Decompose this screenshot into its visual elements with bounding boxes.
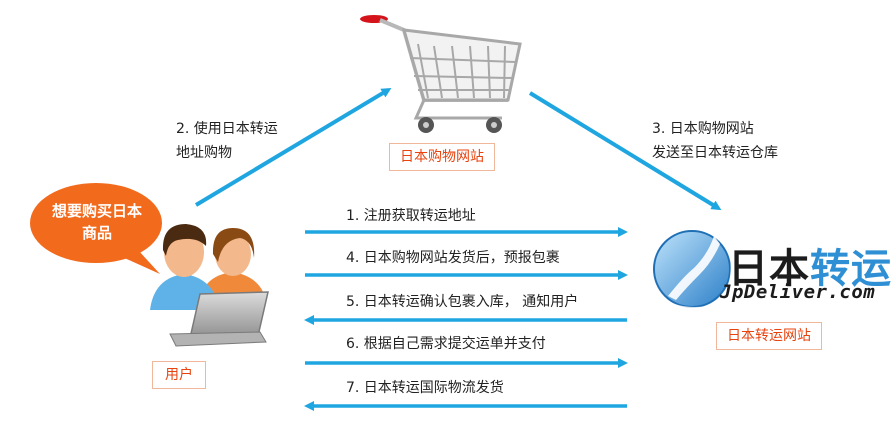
logo-title: 日本转运 bbox=[728, 236, 892, 294]
shopping-site-label: 日本购物网站 bbox=[389, 143, 495, 171]
speech-bubble-icon bbox=[30, 183, 162, 274]
step-6-text: 6. 根据自己需求提交运单并支付 bbox=[346, 336, 546, 352]
step-3-line-2: 发送至日本转运仓库 bbox=[652, 145, 778, 161]
globe-japan-icon bbox=[650, 230, 734, 310]
laptop-icon bbox=[169, 291, 269, 347]
step-7-text: 7. 日本转运国际物流发货 bbox=[346, 380, 504, 396]
user-label: 用户 bbox=[152, 361, 206, 389]
logo-part-2: 转运 bbox=[810, 246, 892, 292]
arrow-user-to-shop bbox=[194, 87, 392, 207]
step-4-text: 4. 日本购物网站发货后，预报包裹 bbox=[346, 250, 560, 266]
shopping-cart-icon bbox=[360, 15, 522, 133]
arrow-shop-to-forwarder bbox=[528, 91, 722, 211]
step-2-text: 2. 使用日本转运 地址购物 bbox=[176, 117, 278, 165]
forwarding-site-label: 日本转运网站 bbox=[716, 322, 822, 350]
logo-domain: JpDeliver.com bbox=[720, 281, 876, 303]
bubble-line-1: 想要购买日本 bbox=[51, 202, 142, 220]
step-2-line-2: 地址购物 bbox=[176, 145, 232, 161]
step-3-text: 3. 日本购物网站 发送至日本转运仓库 bbox=[652, 117, 778, 165]
step-5-text: 5. 日本转运确认包裹入库， 通知用户 bbox=[346, 294, 579, 310]
speech-bubble: 想要购买日本 商品 bbox=[42, 200, 152, 244]
logo-part-1: 日本 bbox=[728, 246, 810, 292]
step-2-line-1: 2. 使用日本转运 bbox=[176, 121, 278, 137]
step-1-text: 1. 注册获取转运地址 bbox=[346, 208, 476, 224]
step-3-line-1: 3. 日本购物网站 bbox=[652, 121, 754, 137]
bubble-line-2: 商品 bbox=[81, 224, 112, 242]
